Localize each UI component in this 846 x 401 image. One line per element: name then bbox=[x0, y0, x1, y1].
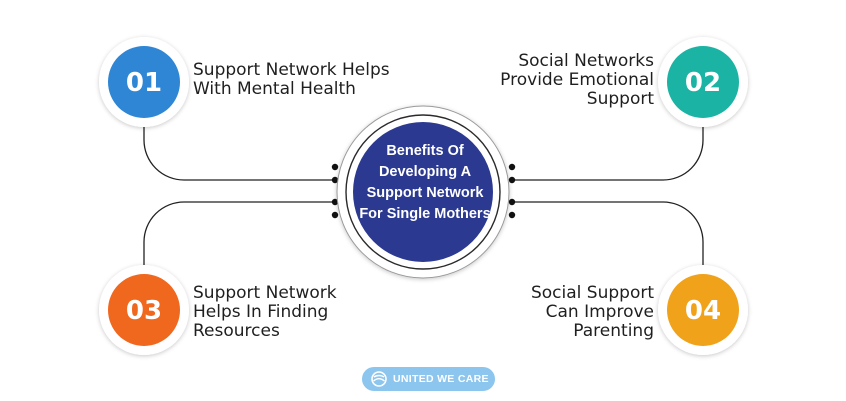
connector-01 bbox=[143, 125, 335, 181]
badge-number: 02 bbox=[685, 68, 721, 98]
united-we-care-logo: UNITED WE CARE bbox=[362, 367, 495, 391]
globe-icon bbox=[371, 371, 387, 387]
item-label-line: Helps In Finding bbox=[193, 302, 329, 322]
connectors bbox=[143, 125, 704, 270]
connector-03 bbox=[143, 201, 335, 270]
badge-fill bbox=[667, 46, 739, 118]
badge-01: 01 bbox=[99, 37, 189, 127]
connector-dots bbox=[331, 163, 516, 219]
item-label-line: With Mental Health bbox=[193, 79, 356, 99]
badge-fill bbox=[108, 274, 180, 346]
connector-02 bbox=[512, 125, 704, 181]
item-label-line: Support bbox=[586, 89, 654, 109]
badge-04: 04 bbox=[658, 265, 748, 355]
badge-02: 02 bbox=[658, 37, 748, 127]
center-title: Benefits Of Developing A Support Network… bbox=[355, 141, 495, 225]
center-title-line: Developing A bbox=[378, 164, 472, 180]
connector-04 bbox=[512, 201, 704, 270]
badge-fill bbox=[667, 274, 739, 346]
item-label-line: Can Improve bbox=[545, 302, 654, 322]
item-label-line: Parenting bbox=[573, 321, 654, 341]
badge-fill bbox=[108, 46, 180, 118]
item-label-line: Support Network bbox=[193, 283, 337, 303]
item-label-line: Provide Emotional bbox=[500, 70, 654, 90]
item-label-line: Social Support bbox=[530, 283, 654, 303]
item-label-line: Support Network Helps bbox=[193, 60, 390, 80]
badge-number: 03 bbox=[126, 296, 162, 326]
item-04-label: Social Support Can Improve Parenting bbox=[531, 284, 654, 341]
center-node bbox=[336, 105, 510, 279]
center-title-line: Support Network bbox=[366, 185, 484, 201]
logo-text: UNITED WE CARE bbox=[393, 373, 489, 385]
badge-number: 04 bbox=[685, 296, 721, 326]
center-title-line: Benefits Of bbox=[386, 143, 464, 159]
item-label-line: Resources bbox=[193, 321, 280, 341]
center-title-line: For Single Mothers bbox=[359, 206, 491, 222]
badge-number: 01 bbox=[126, 68, 162, 98]
item-02-label: Social Networks Provide Emotional Suppor… bbox=[500, 52, 654, 109]
item-01-label: Support Network Helps With Mental Health bbox=[193, 61, 390, 99]
badge-03: 03 bbox=[99, 265, 189, 355]
item-03-label: Support Network Helps In Finding Resourc… bbox=[193, 284, 337, 341]
item-label-line: Social Networks bbox=[518, 51, 654, 71]
